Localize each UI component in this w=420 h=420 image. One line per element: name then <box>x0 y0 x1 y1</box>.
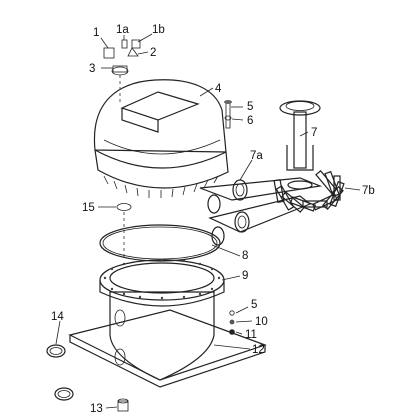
callout-3: 3 <box>89 63 95 75</box>
gauge-fittings <box>103 39 141 104</box>
union-fittings <box>46 344 74 401</box>
callout-10: 10 <box>255 316 268 328</box>
callout-12: 12 <box>252 344 265 356</box>
callout-9: 9 <box>242 270 248 282</box>
callout-2: 2 <box>150 47 156 59</box>
callout-8: 8 <box>242 250 248 262</box>
callout-5-upper: 5 <box>247 101 253 113</box>
callout-1a: 1a <box>116 24 129 36</box>
callout-7: 7 <box>311 127 317 139</box>
tank-body <box>68 258 267 388</box>
callout-7a: 7a <box>250 150 263 162</box>
callout-4: 4 <box>215 83 222 95</box>
callout-1b: 1b <box>152 24 165 36</box>
leader-lines <box>55 33 361 409</box>
lateral-assembly <box>199 100 345 233</box>
o-rings <box>207 194 225 246</box>
callout-14: 14 <box>51 311 64 323</box>
tank-gasket <box>99 224 221 262</box>
callout-1: 1 <box>93 27 99 39</box>
bulkhead-fittings <box>232 179 250 233</box>
dome-lid <box>93 79 229 198</box>
callout-13: 13 <box>90 403 103 415</box>
callout-15: 15 <box>82 202 95 214</box>
callout-11: 11 <box>245 329 257 341</box>
drain-hardware <box>229 310 235 335</box>
bolt-and-nut <box>224 100 232 129</box>
callout-labels: 1 1a 1b 2 3 4 5 6 7 7a 7b 15 8 9 5 10 11… <box>51 24 375 415</box>
drain-plug <box>117 398 129 412</box>
callout-6: 6 <box>247 115 253 127</box>
callout-7b: 7b <box>362 185 375 197</box>
air-relief-nut <box>116 203 132 258</box>
callout-5-lower: 5 <box>251 299 257 311</box>
